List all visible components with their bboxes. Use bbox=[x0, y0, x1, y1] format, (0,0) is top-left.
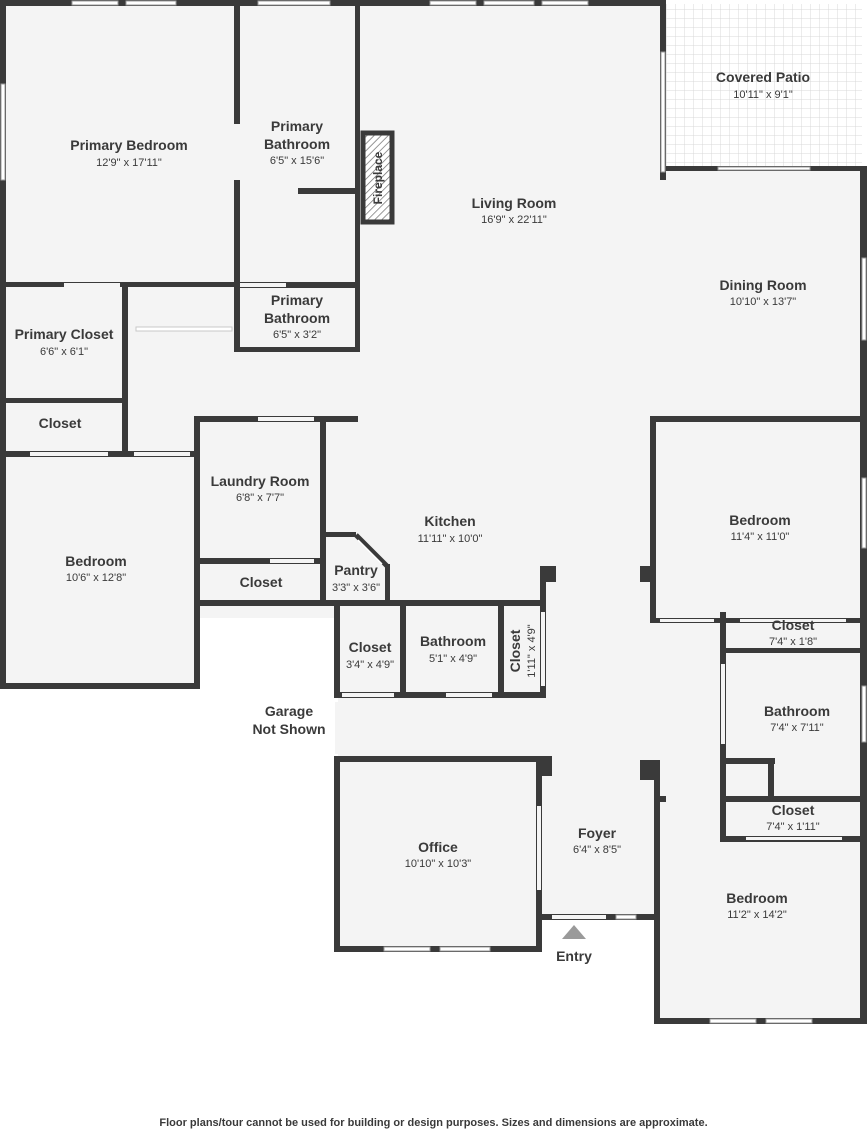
disclaimer: Floor plans/tour cannot be used for buil… bbox=[159, 1117, 708, 1129]
living-room-name: Living Room bbox=[472, 195, 557, 211]
pantry-door bbox=[354, 533, 389, 568]
entry-arrow-icon bbox=[562, 925, 586, 939]
bedroom-bottom-dim: 11'2" x 14'2" bbox=[727, 909, 787, 921]
covered-patio-dim: 10'11" x 9'1" bbox=[733, 89, 793, 101]
living-room-dim: 16'9" x 22'11" bbox=[481, 214, 547, 226]
bathroom-hall-name: Bathroom bbox=[420, 633, 486, 649]
primary-closet-name: Primary Closet bbox=[15, 326, 114, 342]
primary-bathroom-small-name-line1: Primary bbox=[271, 292, 323, 308]
entry-label: Entry bbox=[556, 948, 592, 964]
closet-narrow-dim: 1'11" x 4'9" bbox=[526, 624, 538, 677]
primary-bathroom-small-dim: 6'5" x 3'2" bbox=[273, 329, 321, 341]
kitchen-name: Kitchen bbox=[424, 513, 475, 529]
dining-room-name: Dining Room bbox=[719, 277, 806, 293]
foyer-dim: 6'4" x 8'5" bbox=[573, 844, 621, 856]
closet-left-name: Closet bbox=[39, 415, 82, 431]
primary-bathroom-name-line2: Bathroom bbox=[264, 136, 330, 152]
pantry-name: Pantry bbox=[334, 562, 378, 578]
bathroom-right-name: Bathroom bbox=[764, 703, 830, 719]
primary-bedroom-dim: 12'9" x 17'11" bbox=[96, 157, 162, 169]
laundry-room-name: Laundry Room bbox=[211, 473, 310, 489]
bedroom-right-name: Bedroom bbox=[729, 512, 790, 528]
bedroom-right-dim: 11'4" x 11'0" bbox=[731, 531, 790, 543]
office-name: Office bbox=[418, 839, 458, 855]
covered-patio-floor bbox=[666, 4, 862, 166]
laundry-room-dim: 6'8" x 7'7" bbox=[236, 492, 284, 504]
dining-room-dim: 10'10" x 13'7" bbox=[730, 296, 797, 308]
primary-closet-dim: 6'6" x 6'1" bbox=[40, 346, 88, 358]
primary-bathroom-dim: 6'5" x 15'6" bbox=[270, 155, 324, 167]
primary-bathroom-name-line1: Primary bbox=[271, 118, 323, 134]
closet-right-bottom-dim: 7'4" x 1'11" bbox=[766, 821, 819, 833]
room-labels: Primary Bedroom 12'9" x 17'11" Primary B… bbox=[15, 69, 830, 964]
covered-patio-name: Covered Patio bbox=[716, 69, 810, 85]
closet-right-bottom-name: Closet bbox=[772, 802, 815, 818]
fireplace-hearth bbox=[360, 130, 395, 225]
closet-right-top-name: Closet bbox=[772, 617, 815, 633]
bedroom-bottom-name: Bedroom bbox=[726, 890, 787, 906]
bedroom-left-name: Bedroom bbox=[65, 553, 126, 569]
closet-hall-name: Closet bbox=[349, 639, 392, 655]
closet-right-top-dim: 7'4" x 1'8" bbox=[769, 636, 817, 648]
primary-bathroom-small-name-line2: Bathroom bbox=[264, 310, 330, 326]
pantry-dim: 3'3" x 3'6" bbox=[332, 582, 380, 594]
bathroom-hall-dim: 5'1" x 4'9" bbox=[429, 653, 477, 665]
kitchen-dim: 11'11" x 10'0" bbox=[418, 533, 483, 545]
windows bbox=[0, 0, 867, 1024]
closet-narrow-name: Closet bbox=[507, 629, 523, 672]
bathroom-right-dim: 7'4" x 7'11" bbox=[770, 722, 823, 734]
foyer-name: Foyer bbox=[578, 825, 617, 841]
door-openings bbox=[30, 124, 846, 919]
bedroom-left-dim: 10'6" x 12'8" bbox=[66, 572, 126, 584]
closet-laundry-name: Closet bbox=[240, 574, 283, 590]
office-dim: 10'10" x 10'3" bbox=[405, 858, 472, 870]
closet-hall-dim: 3'4" x 4'9" bbox=[346, 659, 394, 671]
primary-bedroom-name: Primary Bedroom bbox=[70, 137, 187, 153]
garage-label-line1: Garage bbox=[265, 703, 313, 719]
fireplace-label: Fireplace bbox=[371, 151, 385, 204]
garage-label-line2: Not Shown bbox=[252, 721, 325, 737]
